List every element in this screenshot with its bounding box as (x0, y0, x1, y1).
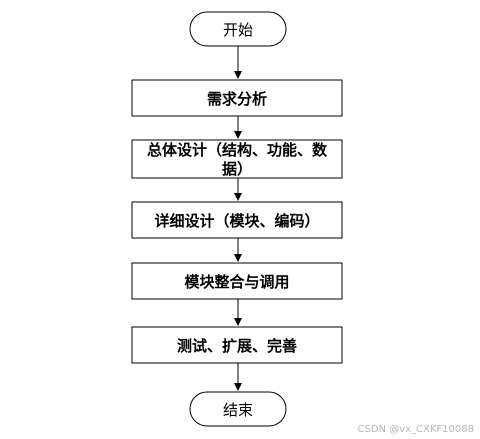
start-node: 开始 (189, 11, 287, 47)
watermark: CSDN @vx_CXKF10088 (357, 424, 474, 435)
step-module-integration: 模块整合与调用 (131, 262, 343, 300)
step-requirement-analysis: 需求分析 (131, 79, 343, 117)
step-detailed-design-label: 详细设计（模块、编码） (154, 212, 319, 230)
step-testing: 测试、扩展、完善 (131, 326, 343, 364)
step-requirement-analysis-label: 需求分析 (207, 90, 267, 108)
step-overall-design-label-line1: 总体设计（结构、功能、数 (147, 141, 328, 159)
step-module-integration-label: 模块整合与调用 (184, 273, 289, 291)
step-testing-label: 测试、扩展、完善 (177, 337, 297, 355)
start-label: 开始 (223, 21, 253, 39)
end-label: 结束 (223, 401, 253, 419)
step-overall-design: 总体设计（结构、功能、数 据） (131, 139, 343, 179)
end-node: 结束 (189, 391, 287, 427)
step-detailed-design: 详细设计（模块、编码） (131, 201, 343, 239)
step-overall-design-label-line2: 据） (222, 160, 252, 178)
